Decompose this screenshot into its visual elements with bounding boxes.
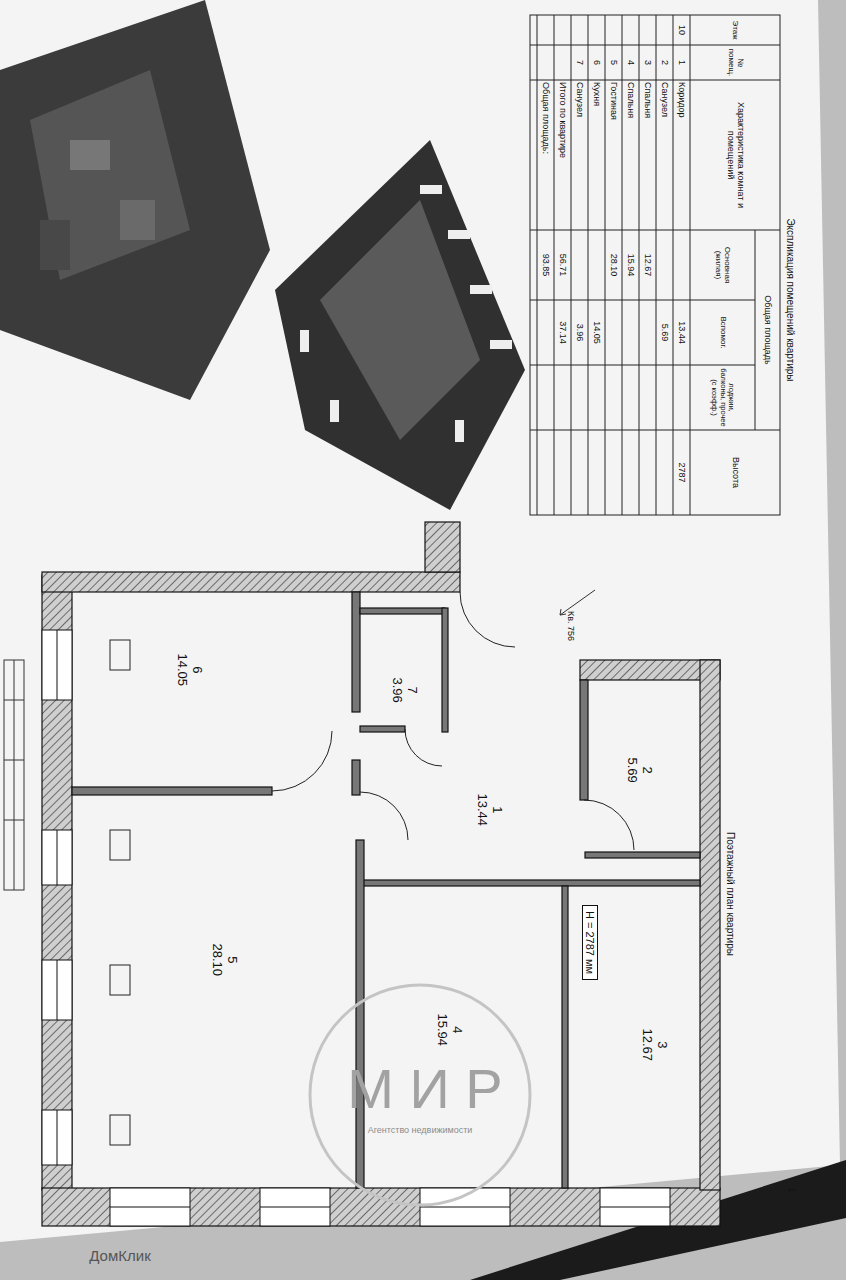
table-cell: 7 [571, 45, 588, 80]
watermark-subtitle: Агентство недвижимости [350, 1124, 490, 1138]
watermark: М И Р [325, 1056, 525, 1122]
table-header: Вспомог. [690, 300, 755, 365]
room-area: 25.69 [590, 685, 695, 850]
plan-heading: Поэтажный план квартиры [722, 830, 740, 1010]
room-number: 1 [490, 806, 506, 813]
table-cell: Итого по квартире [554, 80, 571, 230]
room-number: 2 [640, 767, 656, 774]
table-cell: Общая площадь: [537, 80, 554, 230]
room-area-value: 28.10 [209, 944, 225, 977]
room-area: 113.44 [445, 735, 580, 880]
room-number: 3 [655, 1041, 671, 1048]
door-swings [110, 590, 634, 1145]
windows [42, 630, 670, 1226]
room-label: 25.69 [624, 758, 655, 783]
table-cell: 10 [673, 15, 690, 45]
table-header: Этаж [690, 15, 780, 45]
table-header: лоджии, балконы, прочее (с коэфф.) [690, 365, 755, 430]
room-label: 415.94 [434, 1014, 465, 1047]
walls [42, 522, 720, 1226]
room-area-value: 12.67 [639, 1029, 655, 1062]
table-cell: 5.69 [656, 300, 673, 365]
table-cell: 3.96 [571, 300, 588, 365]
room-area: 415.94 [370, 885, 560, 1185]
table-header: Общая площадь [755, 230, 780, 430]
room-label: 614.05 [174, 654, 205, 687]
table-cell: 1 [673, 45, 690, 80]
room-number: 7 [405, 687, 421, 694]
room-area-value: 5.69 [624, 758, 640, 783]
room-area-value: 3.96 [389, 678, 405, 703]
table-cell: Санузел [656, 80, 673, 230]
table-header: Основная (жилая) [690, 230, 755, 300]
height-box: H = 2787 мм [582, 905, 598, 980]
watermark-site: ДомКлик [60, 1246, 180, 1266]
table-cell: 93.85 [537, 230, 554, 300]
flat-number: Кв. 756 [562, 596, 578, 656]
table-cell: 6 [588, 45, 605, 80]
room-number: 6 [190, 666, 206, 673]
room-area: 528.10 [75, 795, 355, 1185]
table-cell: 56.71 [554, 230, 571, 300]
table-cell: Спальня [622, 80, 639, 230]
table-cell: 5 [605, 45, 622, 80]
table-cell: Коридор [673, 80, 690, 230]
table-header: № помещ. [690, 45, 780, 80]
table-cell: Санузел [571, 80, 588, 230]
table-cell: 37.14 [554, 300, 571, 365]
stamp-frame [4, 660, 24, 890]
room-label: 312.67 [639, 1029, 670, 1062]
room-area: 312.67 H = 2787 мм [570, 885, 700, 1185]
table-cell: 13.44 [673, 300, 690, 365]
room-label: 73.96 [389, 678, 420, 703]
room-label: 528.10 [209, 944, 240, 977]
height-note: H = 2787 мм [584, 911, 596, 974]
table-cell: 4 [622, 45, 639, 80]
table-cell: 2787 [673, 430, 690, 515]
table-cell: 2 [656, 45, 673, 80]
table-grid [530, 15, 780, 515]
room-number: 4 [450, 1026, 466, 1033]
table-title: Экспликация помещений квартиры [782, 160, 799, 440]
room-area: 614.05 [75, 595, 350, 785]
sheet-number: 1 [784, 1180, 798, 1200]
room-area-value: 15.94 [434, 1014, 450, 1047]
room-number: 5 [225, 956, 241, 963]
table-cell: 28.10 [605, 230, 622, 300]
render-3d [0, 0, 525, 510]
table-cell: Спальня [639, 80, 656, 230]
table-cell: Гостиная [605, 80, 622, 230]
room-area-value: 14.05 [174, 654, 190, 687]
room-label: 113.44 [474, 794, 505, 827]
table-header: Высота [690, 430, 780, 515]
watermark-ring [310, 985, 530, 1205]
table-cell: 15.94 [622, 230, 639, 300]
table-cell: 3 [639, 45, 656, 80]
room-area: 73.96 [365, 615, 440, 725]
room-area-value: 13.44 [474, 794, 490, 827]
table-cell: 14.05 [588, 300, 605, 365]
table-cell: 12.67 [639, 230, 656, 300]
table-cell: Кухня [588, 80, 605, 230]
table-header: Характеристика комнат и помещений [690, 80, 780, 230]
